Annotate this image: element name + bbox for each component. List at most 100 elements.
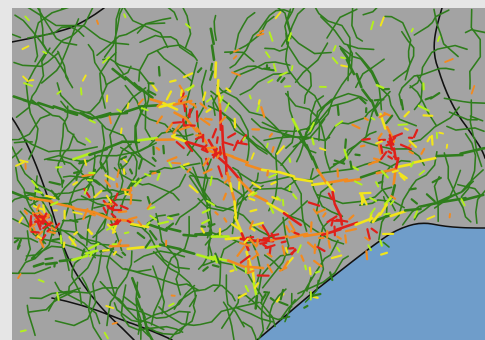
road-congestion-segment bbox=[386, 140, 395, 152]
road-congestion-segment bbox=[260, 106, 266, 118]
road-congestion-segment bbox=[202, 157, 210, 167]
road-congestion-segment bbox=[117, 210, 128, 214]
main-road-segment bbox=[136, 136, 158, 142]
road-congestion-segment bbox=[266, 263, 274, 274]
road-segment bbox=[234, 11, 256, 50]
road-segment bbox=[263, 254, 284, 271]
road-congestion-segment bbox=[21, 45, 30, 51]
main-road-segment bbox=[196, 253, 215, 261]
main-road-segment bbox=[371, 212, 381, 224]
road-congestion-segment bbox=[31, 179, 39, 189]
road-segment bbox=[14, 14, 48, 52]
road-congestion-segment bbox=[276, 196, 282, 202]
road-congestion-segment bbox=[68, 236, 77, 247]
road-congestion-segment bbox=[202, 266, 209, 272]
main-road-segment bbox=[226, 259, 247, 269]
road-congestion-segment bbox=[247, 191, 255, 197]
road-congestion-segment bbox=[311, 137, 315, 146]
road-congestion-segment bbox=[30, 230, 40, 234]
main-road-segment bbox=[293, 177, 314, 183]
main-road-segment bbox=[135, 297, 142, 311]
main-road-segment bbox=[260, 168, 282, 174]
main-road-segment bbox=[137, 85, 154, 99]
road-congestion-segment bbox=[316, 245, 326, 253]
road-congestion-segment bbox=[46, 228, 51, 233]
road-congestion-segment bbox=[246, 269, 255, 275]
road-segment bbox=[469, 99, 475, 139]
road-congestion-segment bbox=[151, 171, 157, 175]
road-congestion-segment bbox=[224, 102, 230, 112]
road-segment bbox=[294, 42, 329, 84]
road-congestion-segment bbox=[237, 292, 247, 299]
road-congestion-segment bbox=[244, 285, 250, 293]
road-segment bbox=[280, 97, 337, 166]
road-congestion-segment bbox=[149, 214, 158, 221]
main-road-segment bbox=[291, 117, 301, 134]
road-congestion-segment bbox=[194, 135, 204, 141]
main-road-segment bbox=[104, 140, 124, 150]
main-road-segment bbox=[298, 130, 307, 147]
road-congestion-segment bbox=[373, 157, 382, 162]
road-congestion-segment bbox=[201, 208, 211, 214]
main-road-segment bbox=[233, 200, 238, 218]
main-road-segment bbox=[111, 67, 127, 81]
road-congestion-segment bbox=[137, 220, 143, 226]
road-congestion-segment bbox=[166, 216, 174, 221]
road-congestion-segment bbox=[250, 227, 256, 232]
road-congestion-segment bbox=[202, 91, 207, 102]
main-road-segment bbox=[394, 157, 400, 172]
road-congestion-segment bbox=[212, 147, 218, 159]
road-congestion-segment bbox=[312, 208, 319, 215]
main-road-segment bbox=[88, 147, 108, 157]
road-congestion-segment bbox=[410, 27, 414, 33]
road-segment bbox=[283, 212, 345, 245]
road-congestion-segment bbox=[340, 56, 346, 60]
road-congestion-segment bbox=[17, 273, 22, 280]
main-road-segment bbox=[58, 258, 75, 263]
road-congestion-segment bbox=[121, 251, 127, 257]
road-segment bbox=[87, 43, 108, 87]
traffic-map[interactable] bbox=[12, 8, 485, 340]
road-congestion-segment bbox=[165, 121, 174, 133]
road-congestion-segment bbox=[389, 199, 395, 206]
road-congestion-segment bbox=[366, 228, 371, 240]
road-congestion-segment bbox=[103, 331, 109, 340]
main-road-segment bbox=[209, 27, 215, 45]
road-congestion-segment bbox=[266, 252, 273, 258]
road-congestion-segment bbox=[354, 153, 361, 157]
road-congestion-segment bbox=[13, 238, 19, 244]
road-congestion-segment bbox=[270, 181, 277, 186]
road-congestion-segment bbox=[75, 173, 79, 181]
road-congestion-segment bbox=[340, 64, 348, 68]
road-congestion-segment bbox=[42, 204, 46, 214]
road-congestion-segment bbox=[379, 239, 383, 247]
main-road-segment bbox=[221, 142, 227, 160]
road-congestion-segment bbox=[354, 180, 363, 186]
road-congestion-segment bbox=[140, 107, 149, 112]
road-congestion-segment bbox=[196, 67, 203, 74]
road-congestion-segment bbox=[470, 85, 476, 95]
road-congestion-segment bbox=[209, 70, 214, 81]
road-congestion-segment bbox=[426, 135, 432, 143]
road-congestion-segment bbox=[120, 155, 128, 161]
road-segment bbox=[329, 130, 377, 170]
road-congestion-segment bbox=[229, 182, 233, 193]
road-congestion-segment bbox=[361, 137, 371, 141]
road-segment bbox=[47, 287, 81, 312]
road-congestion-segment bbox=[445, 143, 449, 149]
road-congestion-segment bbox=[123, 231, 130, 235]
road-congestion-segment bbox=[331, 56, 339, 65]
road-segment bbox=[362, 140, 425, 166]
road-segment bbox=[81, 276, 103, 340]
road-congestion-segment bbox=[137, 158, 143, 170]
road-segment bbox=[103, 8, 124, 58]
main-road-segment bbox=[139, 103, 161, 108]
map-frame[interactable] bbox=[12, 8, 485, 340]
road-congestion-segment bbox=[110, 212, 117, 219]
road-congestion-segment bbox=[239, 254, 251, 264]
road-congestion-segment bbox=[363, 117, 369, 122]
main-road-segment bbox=[335, 221, 359, 231]
road-congestion-segment bbox=[149, 170, 161, 174]
road-congestion-segment bbox=[398, 172, 408, 180]
road-segment bbox=[332, 90, 391, 165]
